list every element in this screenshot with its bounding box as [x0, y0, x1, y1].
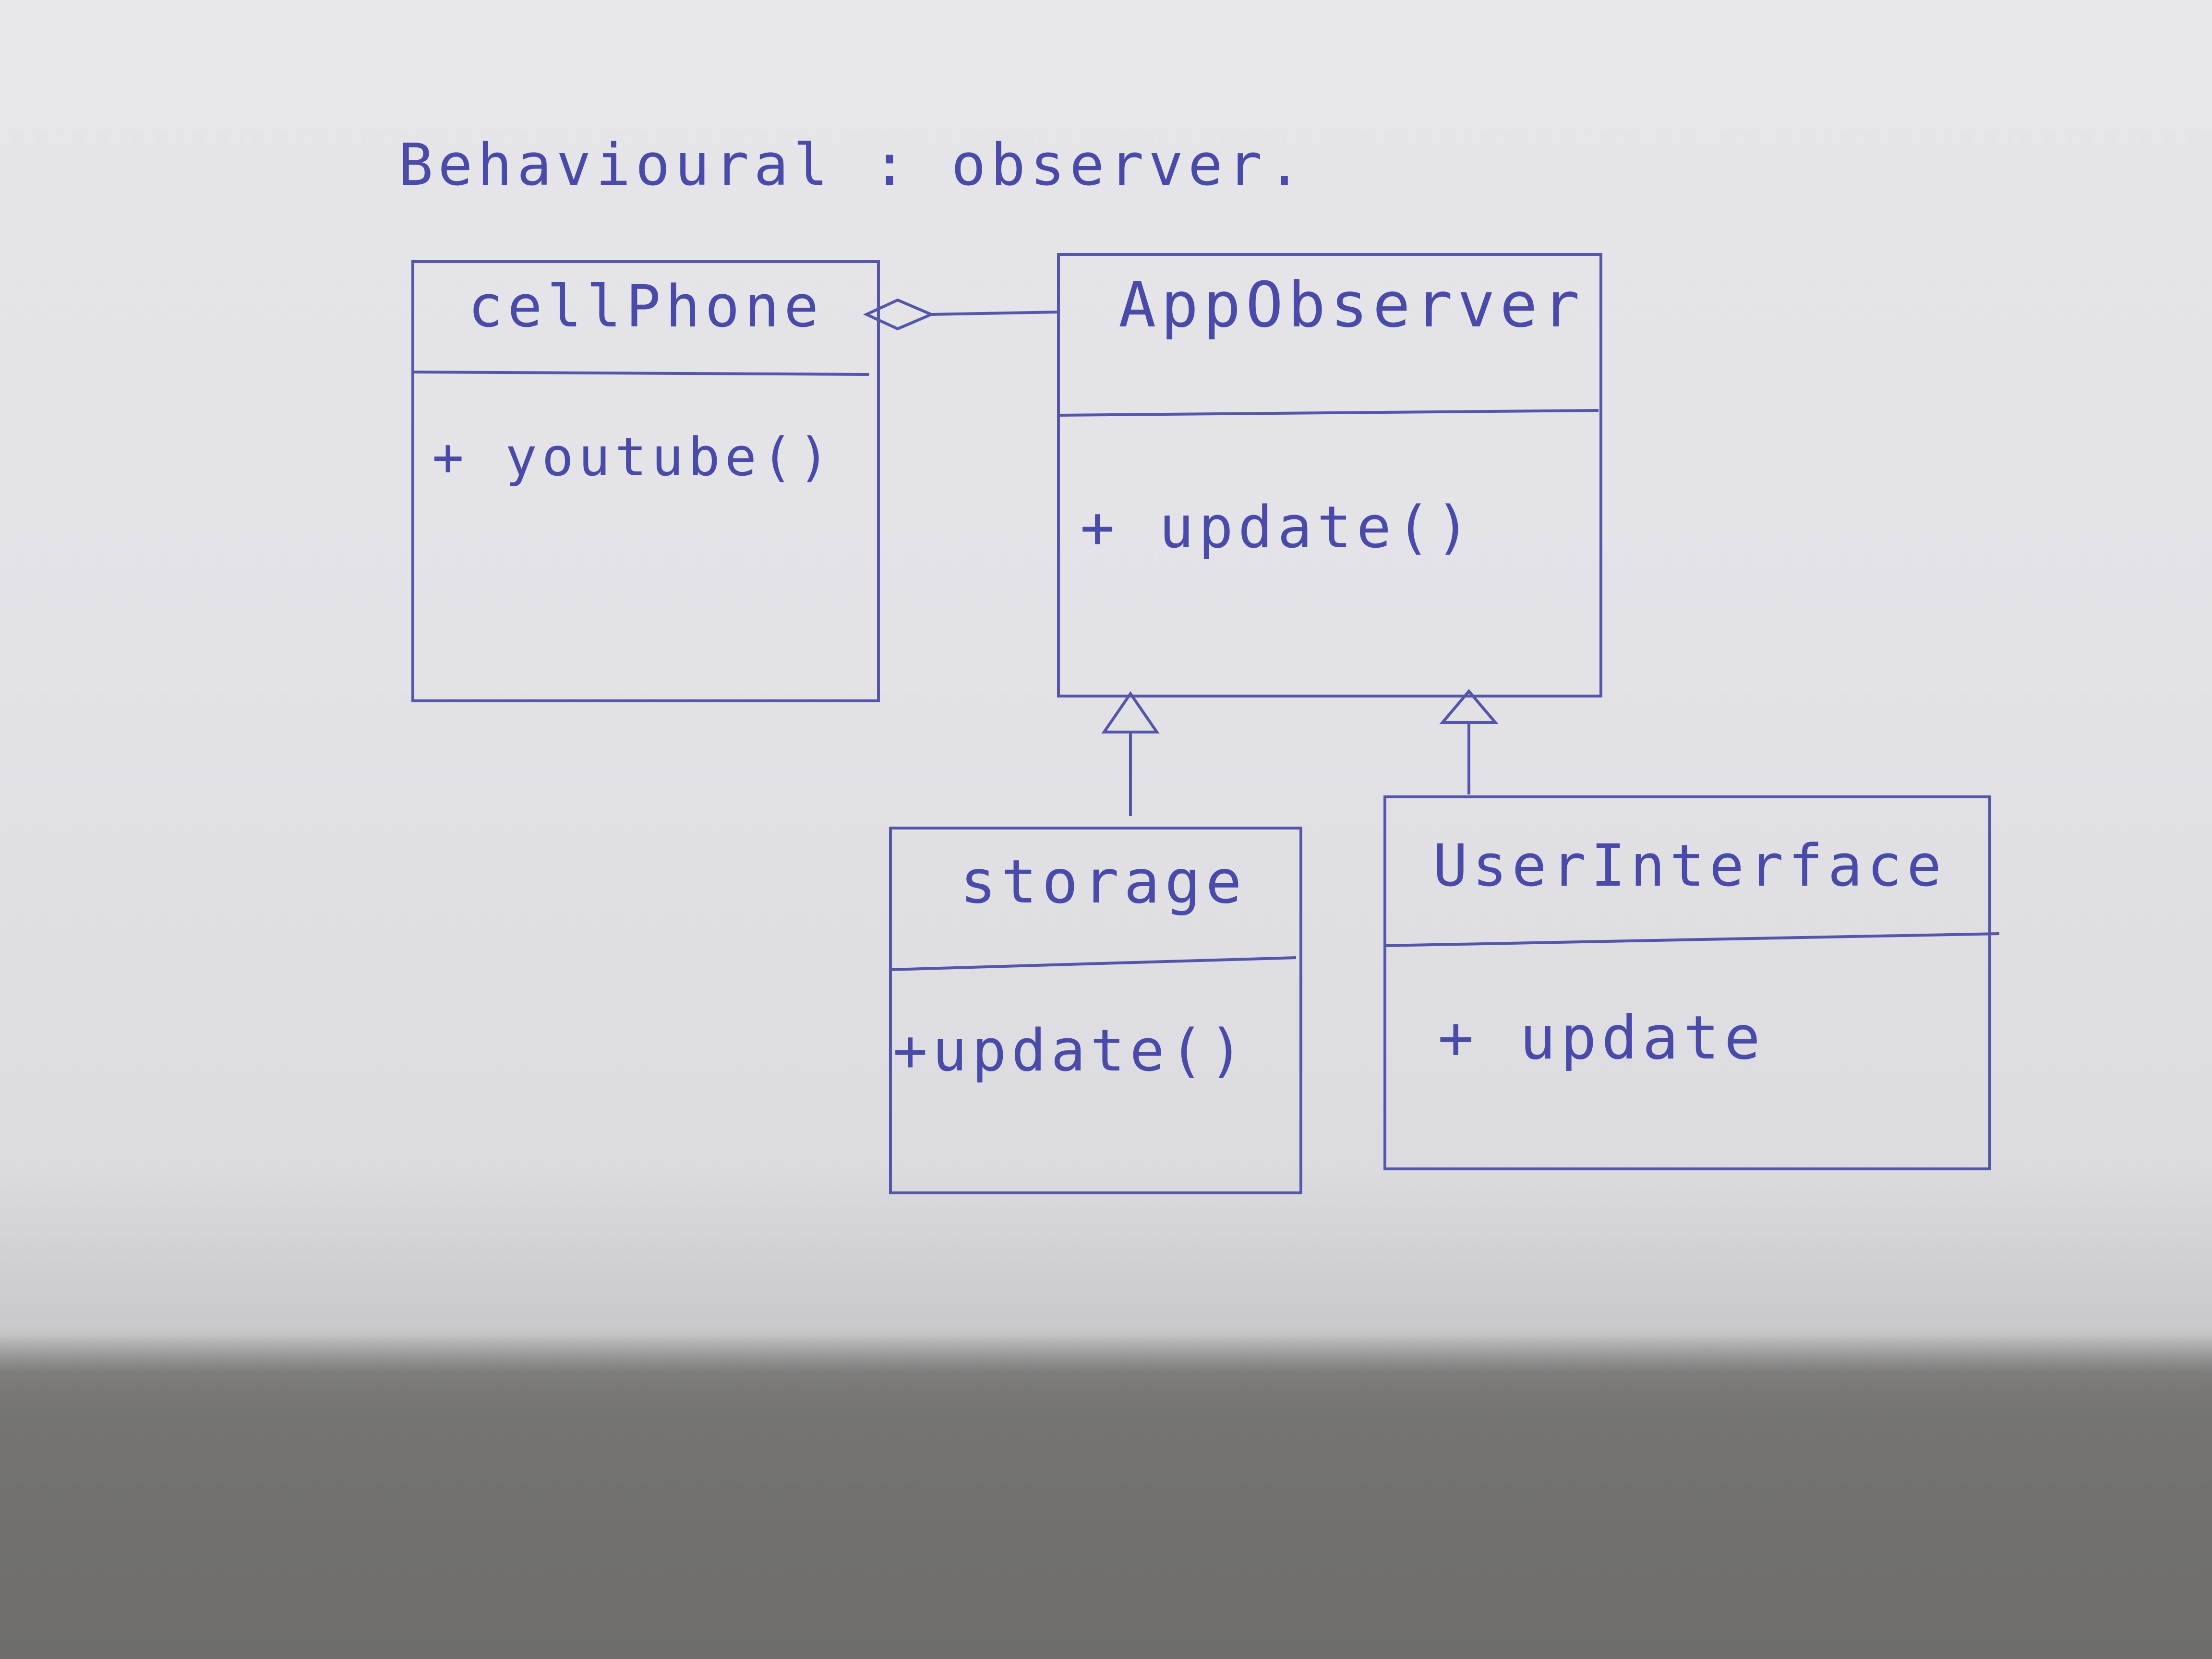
class-appobserver-divider — [1058, 409, 1599, 417]
class-userinterface: UserInterface + update — [1383, 795, 2000, 1170]
class-storage-method: +update() — [893, 1018, 1248, 1084]
class-userinterface-box — [1383, 795, 1991, 1170]
class-userinterface-name: UserInterface — [1433, 833, 1946, 900]
class-cellphone-box — [411, 260, 880, 702]
class-storage-divider — [890, 956, 1297, 971]
class-cellphone-name: cellPhone — [468, 274, 823, 340]
aggregation-relation — [863, 298, 1059, 331]
diagram-title: Behavioural : observer. — [398, 132, 1307, 199]
class-userinterface-method: + update — [1438, 1003, 1765, 1073]
class-appobserver-box — [1057, 253, 1602, 697]
class-cellphone-method: + youtube() — [432, 426, 834, 488]
class-cellphone-divider — [412, 371, 869, 376]
class-appobserver-name: AppObserver — [1118, 268, 1585, 341]
class-userinterface-divider — [1384, 932, 2000, 947]
class-storage-box — [889, 827, 1302, 1194]
class-cellphone: cellPhone + youtube() — [411, 260, 880, 702]
inheritance-userinterface — [1439, 689, 1499, 794]
class-appobserver: AppObserver + update() — [1057, 253, 1602, 697]
aggregation-diamond — [863, 298, 935, 331]
aggregation-line — [931, 311, 1059, 316]
inheritance-userinterface-arrowhead — [1439, 689, 1499, 724]
class-storage: storage +update() — [889, 827, 1302, 1194]
photo-shadow — [0, 1334, 2212, 1659]
class-storage-name: storage — [960, 847, 1247, 917]
class-appobserver-method: + update() — [1080, 494, 1475, 561]
inheritance-storage — [1101, 691, 1160, 816]
inheritance-storage-arrowhead — [1101, 691, 1160, 733]
